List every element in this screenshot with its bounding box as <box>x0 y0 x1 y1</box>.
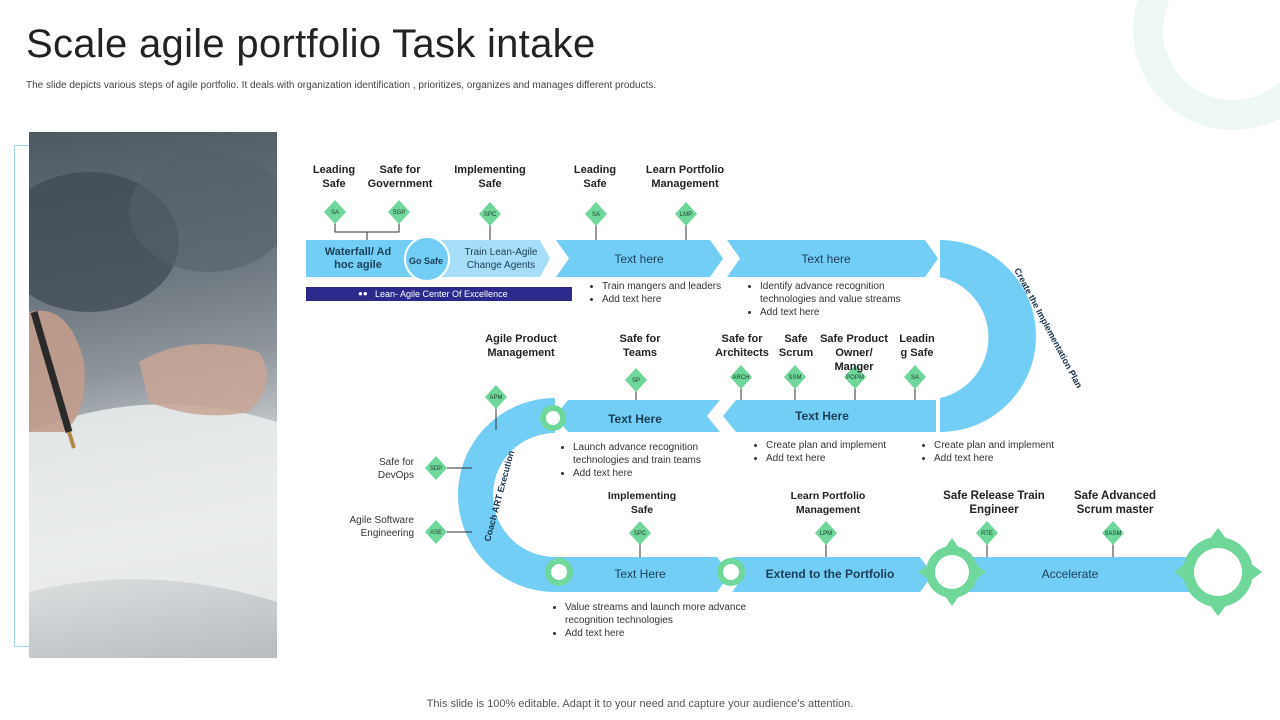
annotation-safe-scrum: Safe Scrum <box>778 333 814 359</box>
badge-apm <box>485 385 507 409</box>
stage-text-here: Text here <box>614 252 664 266</box>
lean-agile-coe-band: ●● Lean- Agile Center Of Excellence <box>306 287 572 301</box>
bullets-row1-b: Identify advance recognition technologie… <box>744 280 932 319</box>
bullet-item: Add text here <box>934 452 1094 465</box>
svg-text:POPM: POPM <box>846 375 864 381</box>
svg-text:SGP: SGP <box>393 210 406 216</box>
svg-text:SP: SP <box>632 378 640 384</box>
annotation-leading-safe: Leadin g Safe <box>899 333 935 359</box>
badge-ssm <box>784 365 806 389</box>
badge-ase <box>425 520 447 544</box>
bullet-item: Value streams and launch more advance re… <box>565 601 749 627</box>
stage-text-here-left: Text Here <box>608 412 662 426</box>
svg-text:ASE: ASE <box>430 530 442 536</box>
bullets-row1-a: Train mangers and leaders Add text here <box>586 280 762 306</box>
stage-text-here: Text here <box>801 252 851 266</box>
svg-text:LPM: LPM <box>820 531 832 537</box>
badge-sa <box>585 202 607 226</box>
go-safe-circle <box>404 236 450 282</box>
annotation-agile-product-mgmt: Agile Product Management <box>485 333 557 359</box>
row1-arrow-1 <box>306 240 413 277</box>
badge-sasm <box>1102 521 1124 545</box>
annotation-safe-for-teams: Safe for Teams <box>619 333 661 359</box>
svg-text:SDP: SDP <box>430 466 442 472</box>
bullets-row2-b: Create plan and implement Add text here <box>750 439 926 465</box>
writing-hand-photo <box>29 132 277 658</box>
bullets-row3: Value streams and launch more advance re… <box>549 601 749 640</box>
badge-spc <box>479 202 501 226</box>
bullets-row2-c: Create plan and implement Add text here <box>918 439 1094 465</box>
annotation-learn-portfolio: Learn Portfolio Management <box>790 490 866 516</box>
bullet-item: Add text here <box>573 467 741 480</box>
bullet-item: Add text here <box>565 627 749 640</box>
bullet-item: Add text here <box>760 306 932 319</box>
row3-arrow-1 <box>555 557 730 592</box>
badge-sa <box>904 365 926 389</box>
svg-text:SPC: SPC <box>634 531 647 537</box>
bullet-item: Add text here <box>766 452 926 465</box>
stage-waterfall: Waterfall/ Ad hoc agile <box>324 246 392 271</box>
annotation-safe-advanced-scrum: Safe Advanced Scrum master <box>1073 490 1157 516</box>
annotation-leading-safe: Leading Safe <box>573 164 617 190</box>
bullet-item: Add text here <box>602 293 762 306</box>
svg-text:SA: SA <box>592 212 600 218</box>
stage-go-safe: Go Safe <box>409 256 444 266</box>
stage-accelerate: Accelerate <box>1041 567 1099 581</box>
badge-sgp <box>388 200 410 224</box>
svg-text:ARCH: ARCH <box>732 375 749 381</box>
annotation-safe-product-owner: Safe Product Owner/ Manger <box>820 333 888 373</box>
people-icon: ●● <box>358 289 368 298</box>
svg-text:SPC: SPC <box>484 212 497 218</box>
annotation-safe-for-devops: Safe for DevOps <box>377 457 414 481</box>
annotation-safe-for-government: Safe for Government <box>367 164 433 190</box>
svg-text:SASM: SASM <box>1104 531 1121 537</box>
annotation-learn-portfolio: Learn Portfolio Management <box>645 164 725 190</box>
row2-arrow-1 <box>723 400 936 432</box>
svg-text:SA: SA <box>331 210 339 216</box>
annotation-implementing-safe: Implementing Safe <box>454 164 526 190</box>
badge-spc <box>629 521 651 545</box>
row3-arrow-2 <box>732 557 933 592</box>
stage-train-change-agents: Train Lean-Agile Change Agents <box>464 247 538 271</box>
badge-arch <box>730 365 752 389</box>
badge-lmp <box>675 202 697 226</box>
row2-arrow-2 <box>555 400 720 432</box>
page-subtitle: The slide depicts various steps of agile… <box>26 80 657 91</box>
bullet-item: Create plan and implement <box>766 439 926 452</box>
annotation-leading-safe: Leading Safe <box>312 164 356 190</box>
page-title: Scale agile portfolio Task intake <box>26 22 596 66</box>
bullet-item: Launch advance recognition technologies … <box>573 441 741 467</box>
annotation-agile-software-engineering: Agile Software Engineering <box>349 515 414 539</box>
row1-arrow-3 <box>556 240 723 277</box>
bullet-item: Create plan and implement <box>934 439 1094 452</box>
svg-text:SSM: SSM <box>788 375 801 381</box>
badge-popm <box>844 365 866 389</box>
svg-text:LMP: LMP <box>680 212 692 218</box>
stage-text-here: Text Here <box>614 567 666 581</box>
svg-text:SA: SA <box>911 375 919 381</box>
footer-note: This slide is 100% editable. Adapt it to… <box>426 698 854 710</box>
stage-extend-portfolio: Extend to the Portfolio <box>765 567 895 581</box>
bullets-row2-a: Launch advance recognition technologies … <box>557 441 741 480</box>
annotation-safe-rte: Safe Release Train Engineer <box>943 490 1045 516</box>
badge-sp <box>625 368 647 392</box>
badge-sdp <box>425 456 447 480</box>
annotation-implementing-safe: Implementing Safe <box>607 490 677 516</box>
bullet-item: Train mangers and leaders <box>602 280 762 293</box>
badge-rte <box>976 521 998 545</box>
stage-text-here-right: Text Here <box>795 409 849 423</box>
row1-arrow-4 <box>727 240 938 277</box>
badge-lpm <box>815 521 837 545</box>
coe-label: Lean- Agile Center Of Excellence <box>375 289 508 299</box>
svg-text:APM: APM <box>489 395 502 401</box>
right-curve <box>940 240 1036 432</box>
left-curve <box>458 398 555 592</box>
bullet-item: Identify advance recognition technologie… <box>760 280 932 306</box>
svg-text:RTE: RTE <box>981 531 993 537</box>
row3-arrow-3 <box>940 557 1200 592</box>
badge-sa <box>324 200 346 224</box>
annotation-safe-for-architects: Safe for Architects <box>715 333 769 359</box>
